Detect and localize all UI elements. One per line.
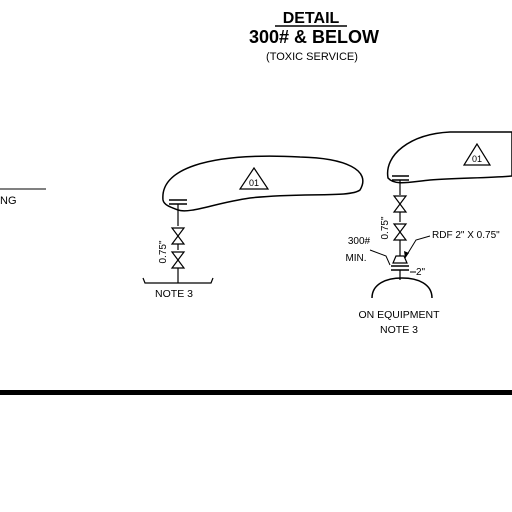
left-note-baseline (142, 277, 214, 284)
right-revision-tag: 01 (472, 154, 482, 164)
right-equipment-note: NOTE 3 (380, 324, 418, 336)
left-cloud-outline (162, 155, 364, 212)
left-dimension-label: 0.75" (158, 240, 169, 263)
right-dimension-label: 0.75" (380, 216, 391, 239)
left-valve-lower (170, 251, 186, 269)
left-valve-upper (170, 227, 186, 245)
detail-service: (TOXIC SERVICE) (266, 51, 358, 63)
right-rating-label-1: 300# (348, 236, 371, 247)
right-revision-triangle (462, 142, 492, 166)
left-branch: 01 0.75" NOTE 3 (142, 155, 364, 300)
right-fitting-label: RDF 2" X 0.75" (432, 230, 500, 241)
right-fitting-arrowhead (404, 251, 409, 258)
detail-rating: 300# & BELOW (249, 27, 379, 47)
left-note-label: NOTE 3 (155, 288, 193, 300)
right-valve-upper (392, 195, 408, 213)
right-cloud-outline (386, 131, 512, 184)
left-revision-triangle (238, 166, 270, 190)
left-edge-text: NG (0, 195, 17, 207)
drawing-border-line (0, 390, 512, 395)
right-equipment-shell (371, 277, 433, 299)
right-rating-label-2: MIN. (345, 253, 366, 264)
right-reducer (392, 255, 408, 264)
right-equipment-label: ON EQUIPMENT (358, 309, 440, 321)
right-fitting-leader (404, 235, 431, 259)
right-branch: 01 0.75" 300# MIN. RDF 2" X 0.75" (345, 131, 512, 336)
left-revision-tag: 01 (249, 178, 259, 188)
detail-heading: DETAIL (283, 10, 340, 27)
right-rating-leader (369, 249, 391, 266)
right-valve-lower (392, 223, 408, 241)
right-size-label: 2" (416, 267, 426, 278)
